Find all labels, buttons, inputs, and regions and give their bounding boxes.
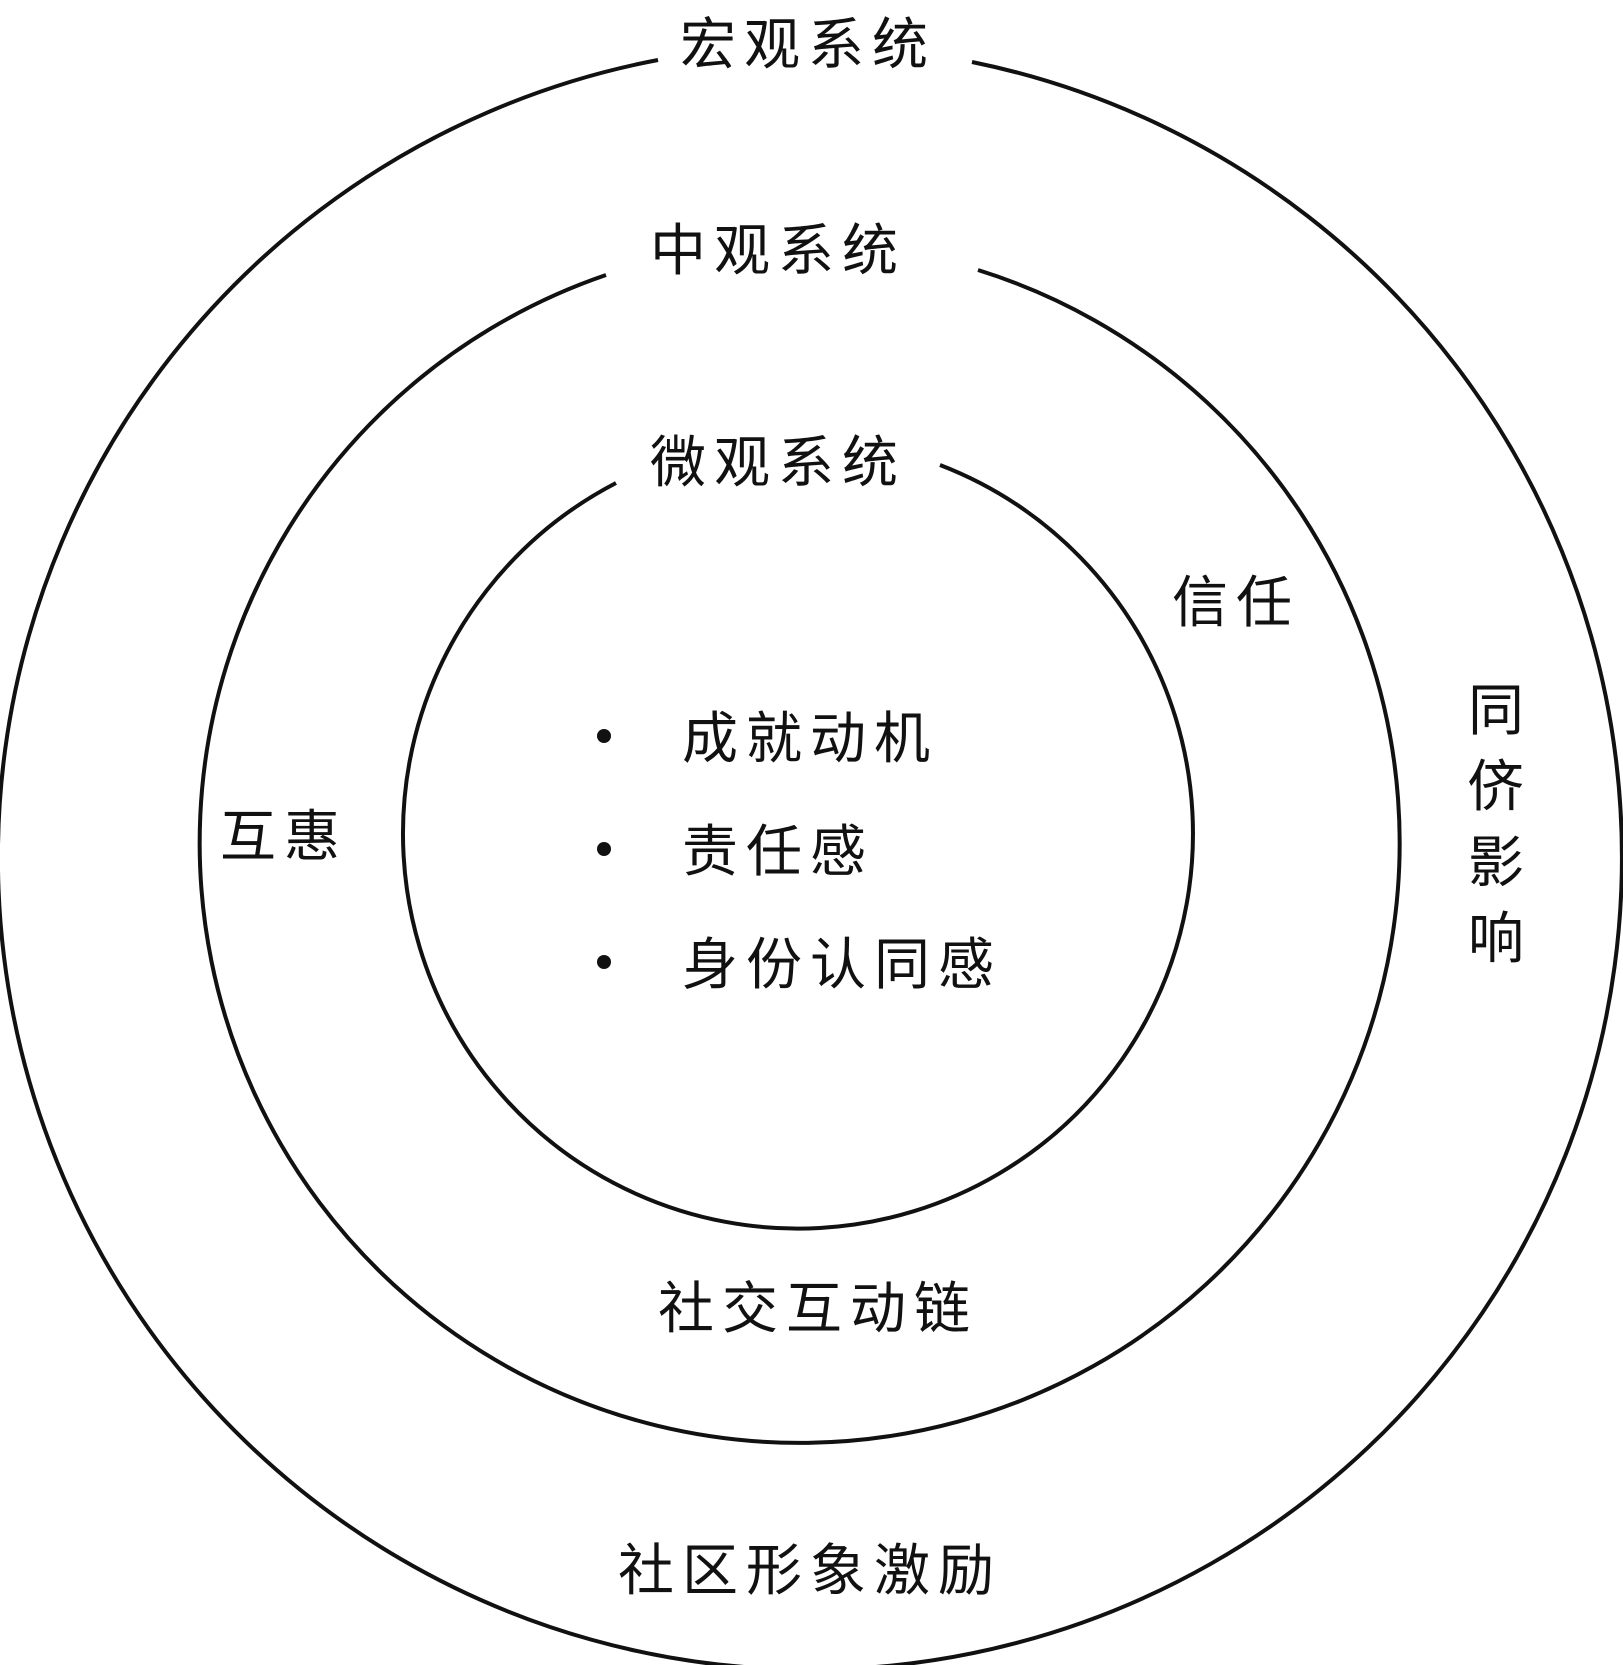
- micro-system-title: 微观系统: [650, 431, 906, 496]
- micro-system-ring: [400, 463, 1195, 1231]
- meso-label-reciprocity: 互惠: [220, 805, 348, 870]
- macro-label-peer-influence-char: 侪: [1468, 755, 1532, 820]
- macro-system-ring: [0, 58, 1623, 1665]
- macro-label-peer-influence-char: 影: [1468, 831, 1532, 896]
- meso-system-title: 中观系统: [650, 219, 906, 284]
- bullet-dot: [597, 729, 611, 743]
- micro-item-identity: 身份认同感: [682, 933, 1002, 998]
- macro-label-community-image: 社区形象激励: [618, 1539, 1002, 1604]
- meso-system-ring: [197, 268, 1402, 1445]
- meso-label-social-chain: 社交互动链: [658, 1277, 978, 1342]
- micro-item-responsibility: 责任感: [682, 820, 874, 885]
- bullet-dot: [597, 955, 611, 969]
- macro-system-title: 宏观系统: [680, 13, 936, 78]
- macro-label-peer-influence-char: 响: [1468, 907, 1532, 972]
- bullet-dot: [597, 842, 611, 856]
- meso-label-trust: 信任: [1172, 571, 1300, 636]
- micro-item-achievement-motivation: 成就动机: [682, 707, 938, 772]
- macro-label-peer-influence-char: 同: [1468, 679, 1532, 744]
